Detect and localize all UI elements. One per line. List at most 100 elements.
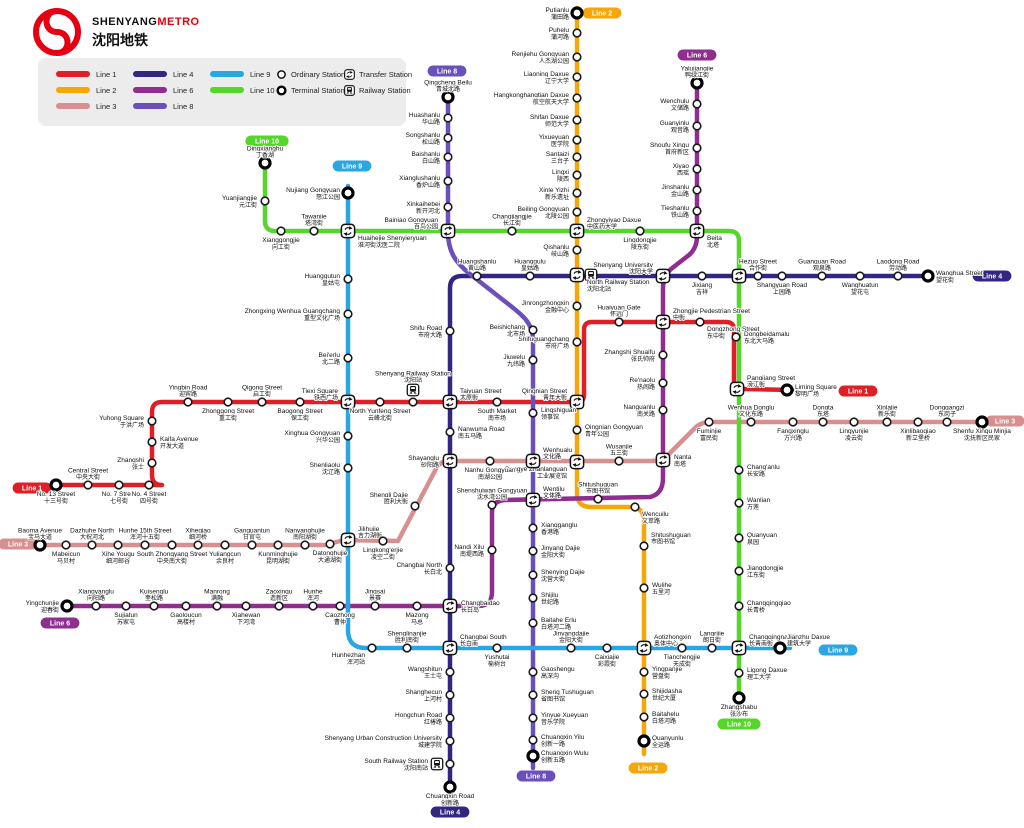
station-label-en: Huanggutun xyxy=(305,273,341,280)
transfer-icon xyxy=(440,223,456,239)
station-label-zh: 理工大学 xyxy=(747,673,771,681)
ordinary-station-marker xyxy=(913,417,923,427)
station-label-zh: 迎宾路 xyxy=(179,390,197,398)
station-label-zh: 浑河站 xyxy=(347,658,365,666)
ordinary-station-marker xyxy=(147,437,157,447)
ordinary-station-marker xyxy=(707,643,717,653)
station-label-en: Nanwuma Road xyxy=(458,426,505,433)
line-badge-label: Line 8 xyxy=(526,774,546,781)
line1-badge: Line 1 xyxy=(838,385,878,397)
station-label-en: Dongbeidamalu xyxy=(744,331,790,338)
ordinary-station-marker xyxy=(343,309,353,319)
station-label-en: Lingdongjie xyxy=(623,237,657,244)
station-label-zh: 浑河十五街 xyxy=(130,533,160,541)
ordinary-station-marker xyxy=(753,271,763,281)
ordinary-station-marker xyxy=(572,28,582,38)
station-label-en: Shenyang Urban Construction University xyxy=(325,735,443,742)
station-label-en: Shenyang University xyxy=(593,262,653,269)
station-label-zh: 天成街 xyxy=(673,660,691,668)
ordinary-station-marker xyxy=(412,601,422,611)
ordinary-station-marker xyxy=(528,593,538,603)
station-label-en: Lingxi xyxy=(552,169,569,176)
ordinary-station-marker xyxy=(658,350,668,360)
ordinary-station-marker xyxy=(343,353,353,363)
station-label-zh: 建筑大学 xyxy=(787,640,811,648)
ordinary-station-marker xyxy=(61,540,71,550)
transfer-icon xyxy=(655,268,671,284)
station-label-en: Chuangxin Yilu xyxy=(541,734,585,741)
station-label-en: Xinkaihebei xyxy=(406,201,440,208)
ordinary-station-marker xyxy=(443,133,453,143)
ordinary-station-marker xyxy=(528,618,538,628)
ordinary-station-marker xyxy=(572,245,582,255)
station-label-en: Chuangxin Road xyxy=(426,793,475,800)
station-label-en: Jinrongzhongxin xyxy=(522,300,570,307)
ordinary-station-marker xyxy=(734,533,744,543)
ordinary-station-marker xyxy=(445,667,455,677)
station-label-en: Shitushuguan xyxy=(651,532,691,539)
line-badge-label: Line 1 xyxy=(22,486,42,493)
ordinary-station-marker xyxy=(602,643,612,653)
station-label-en: Hunhe xyxy=(303,589,323,596)
station-label-en: Dongzhong Street xyxy=(707,326,760,333)
terminal-station-marker xyxy=(732,691,746,705)
ordinary-station-marker xyxy=(734,465,744,475)
line2-badge: Line 2 xyxy=(628,762,668,774)
station-label-en: Yuliangcun xyxy=(209,551,241,558)
station-label-en: Jingsai xyxy=(365,589,385,596)
ordinary-station-marker xyxy=(181,601,191,611)
line10-route xyxy=(262,153,742,695)
station-label-en: Lingyunjie xyxy=(839,428,869,435)
transfer-icon xyxy=(731,268,747,284)
station-label-en: Wangshitun xyxy=(408,666,442,673)
line10-badge: Line 10 xyxy=(245,135,289,147)
ordinary-station-marker xyxy=(566,643,576,653)
station-label-en: Caozhong xyxy=(325,612,355,619)
station-label-zh: 重工街 xyxy=(219,414,237,422)
terminal-station-marker xyxy=(975,415,989,429)
ordinary-station-marker xyxy=(525,271,535,281)
station-label-zh: 万莲 xyxy=(747,503,759,511)
legend-line-label: Line 1 xyxy=(96,69,117,79)
line8-badge: Line 8 xyxy=(516,770,556,782)
station-label-zh: 彩霞街 xyxy=(598,660,616,668)
station-label-zh: 沈抚新区民家 xyxy=(964,434,1000,442)
station-label-en: Changbai North xyxy=(396,562,442,569)
ordinary-station-marker xyxy=(220,540,230,550)
station-label-en: No. 4 Street xyxy=(132,491,167,498)
station-label-en: Kaifa Avenue xyxy=(160,436,199,443)
station-label-en: Baitahe Erlu xyxy=(541,617,577,624)
ordinary-station-marker xyxy=(492,397,502,407)
ordinary-station-marker xyxy=(445,759,455,769)
legend-type-transfer-station: Transfer Station xyxy=(344,68,412,80)
station-label-en: Santaizi xyxy=(546,151,569,158)
station-label-en: North Yunfeng Street xyxy=(350,408,411,415)
terminal-station-marker xyxy=(258,156,272,170)
station-label-zh: 凌云街 xyxy=(845,434,863,442)
station-label-en: Changjiangjie xyxy=(492,214,532,221)
ordinary-station-marker xyxy=(731,332,741,342)
station-label-en: Sheng Tushuguan xyxy=(541,689,594,696)
line4-route xyxy=(447,273,935,795)
